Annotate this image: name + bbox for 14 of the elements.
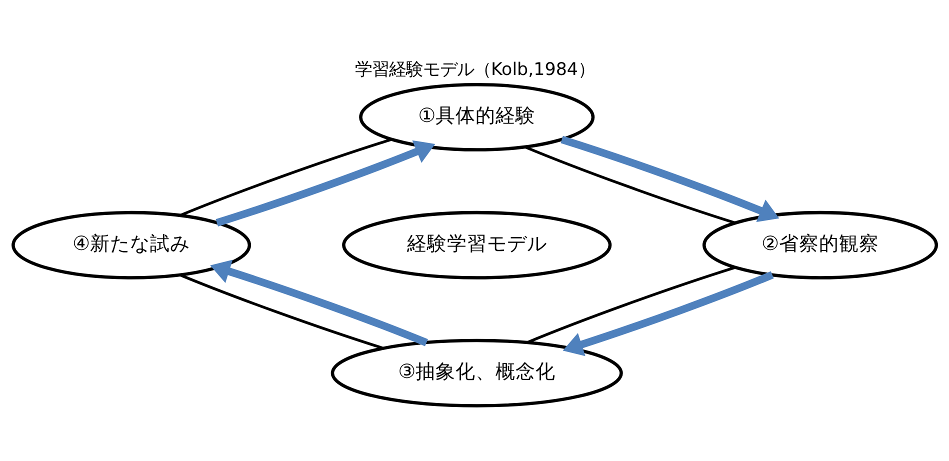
arrow [215, 140, 435, 226]
arrow [560, 135, 779, 222]
arrow [562, 270, 774, 356]
node-ellipse: ②省察的観察 [702, 210, 938, 279]
connector [178, 273, 384, 350]
connector [178, 138, 392, 216]
connector [524, 145, 736, 224]
diagram-title: 学習経験モデル（Kolb,1984） [354, 59, 595, 80]
node-ellipse: ③抽象化、概念化 [330, 338, 622, 407]
node-ellipse: ①具体的経験 [358, 82, 594, 151]
node-ellipse: 経験学習モデル [342, 210, 612, 279]
arrow [210, 259, 428, 346]
node-ellipse: ④新たな試み [11, 210, 251, 279]
connector [526, 266, 736, 344]
